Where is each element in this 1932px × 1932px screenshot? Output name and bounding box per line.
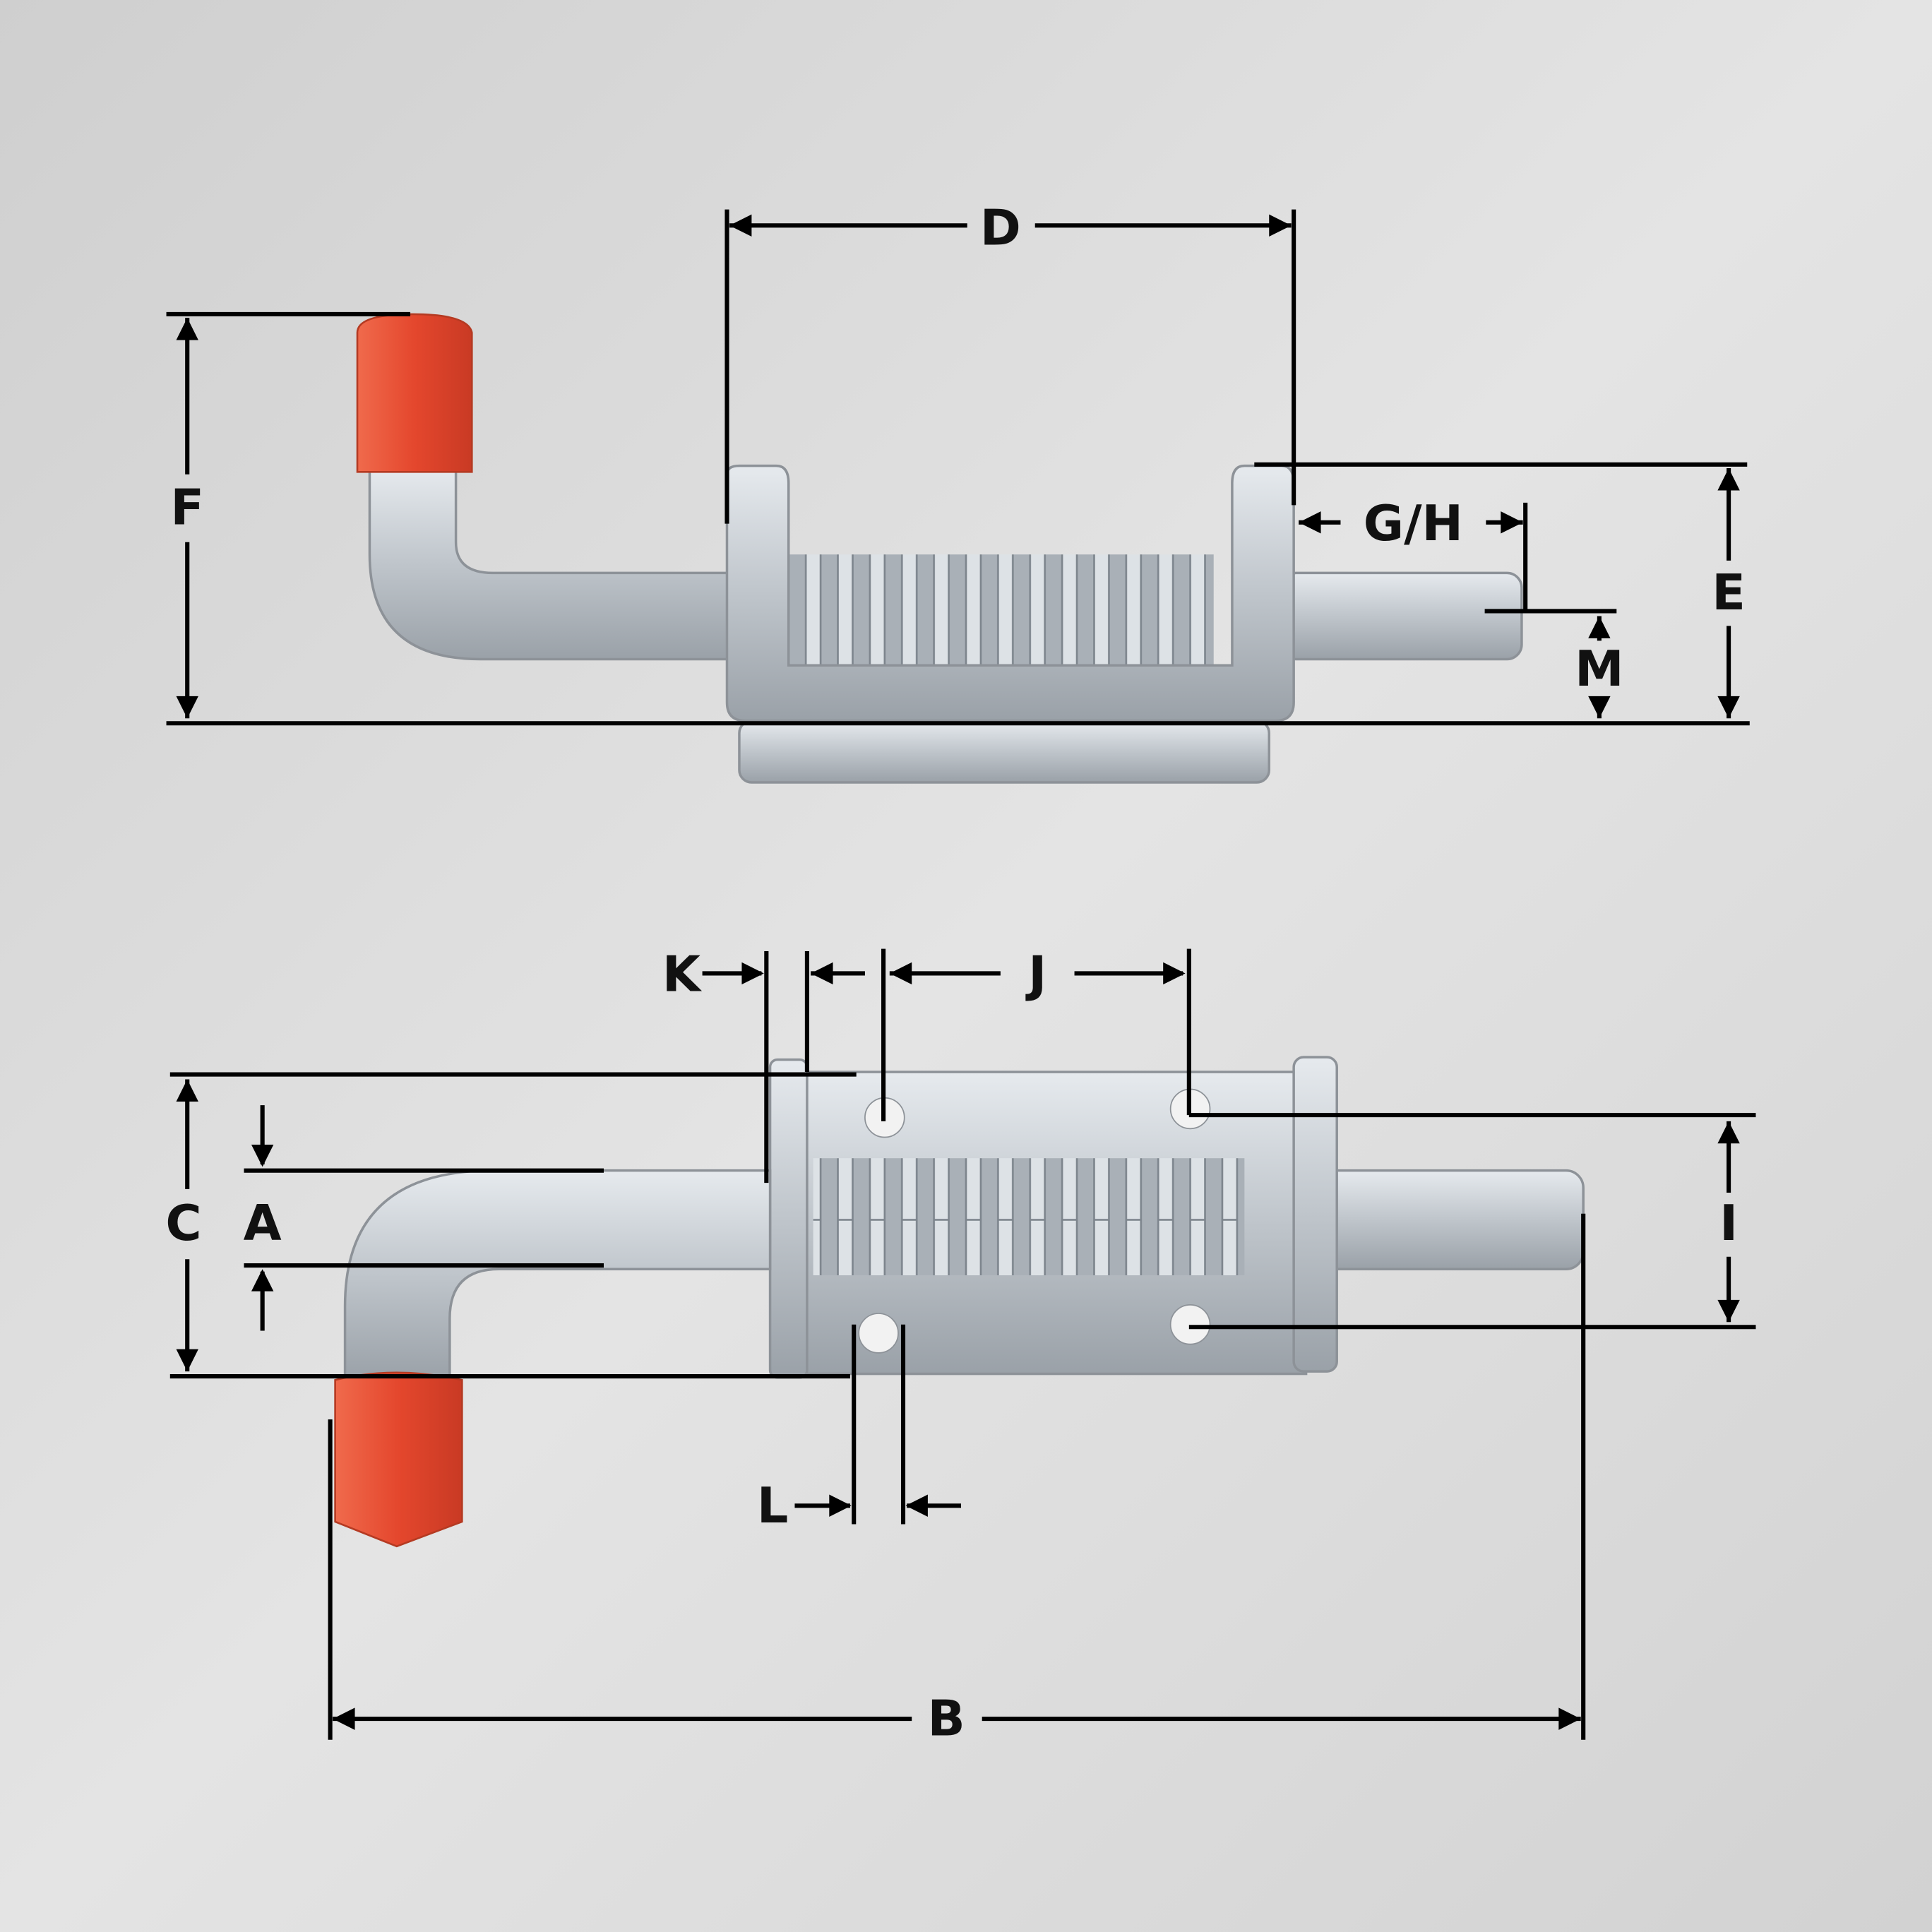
handle-rod: [368, 467, 741, 661]
latch-side-view: [356, 313, 1523, 784]
label-c: C: [165, 1195, 201, 1252]
bolt-pin: [1317, 1169, 1585, 1270]
mounting-plate: [738, 720, 1270, 784]
spring: [770, 554, 1214, 678]
label-e: E: [1712, 564, 1746, 621]
red-cap: [356, 313, 473, 473]
left-flange: [768, 1058, 809, 1379]
red-cap: [334, 1371, 463, 1548]
label-f: F: [170, 479, 204, 536]
label-b: B: [927, 1690, 965, 1748]
dimension-lines: [166, 209, 1756, 1740]
label-i: I: [1719, 1195, 1738, 1252]
label-l: L: [757, 1477, 788, 1534]
right-flange: [1292, 1056, 1338, 1373]
spring: [813, 1158, 1245, 1275]
handle-rod: [343, 1169, 772, 1382]
label-d: D: [980, 199, 1021, 256]
mount-hole: [858, 1313, 899, 1354]
label-j: J: [1025, 946, 1046, 1003]
label-m: M: [1575, 640, 1623, 698]
label-g-h: G/H: [1364, 495, 1463, 552]
mount-hole: [1169, 1304, 1211, 1345]
u-bracket: [725, 464, 1295, 722]
latch-top-view: [334, 1056, 1585, 1548]
label-k: K: [662, 946, 703, 1003]
label-a: A: [244, 1195, 282, 1252]
bolt-pin: [1280, 571, 1523, 661]
